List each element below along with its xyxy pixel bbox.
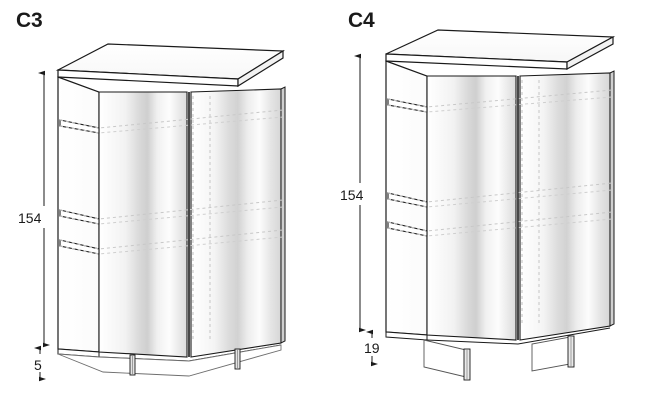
leg-left [423,339,471,381]
shelf-hidden-front [387,96,613,113]
leg-panel-face [423,339,467,378]
shelf-middle [387,182,613,208]
dimension-c4-plinth: 19 [364,329,380,367]
door-right [519,72,611,341]
door-left [98,91,188,358]
dimension-c4-height: 154 [340,53,374,333]
shelf-hidden-back [387,182,613,203]
leg-right [234,348,241,370]
shelf-hidden-back [59,199,284,220]
shelf-hidden-back [387,211,613,232]
shelf-hidden-front [59,116,284,134]
shelf-upper [387,89,613,113]
shelf-lower [59,229,284,255]
dimension-value-c4-plinth: 19 [364,340,380,356]
leg-left [129,354,136,376]
shelf-hidden-front [387,189,613,208]
figure-c3: C3 154 5 [16,9,286,382]
shelf-hidden-front [387,218,613,237]
shelf-lower [387,211,613,237]
carcass-right-edge [609,70,615,327]
shelf-middle [59,199,284,225]
dimension-c3-plinth: 5 [34,345,46,382]
dimension-label-backing [340,183,374,205]
shelf-hidden-back [59,109,284,129]
figure-c4: C4 154 19 [340,9,616,381]
carcass-right-edge [280,86,286,344]
shelf-hidden-back [387,89,613,108]
shelf-hidden-back [59,229,284,250]
plinth-recess [57,344,282,377]
top-panel-right-edge [566,35,614,71]
figure-title-c3: C3 [16,9,42,32]
cabinet-c4 [385,29,616,381]
bottom-edge-front [426,327,611,345]
door-left [426,75,517,341]
door-right [190,88,282,358]
shelf-upper [59,109,284,134]
figure-title-c4: C4 [348,9,375,32]
leg-right [531,335,575,372]
dimension-value-c4-height: 154 [340,187,364,203]
dimension-value-c3-plinth: 5 [34,357,42,373]
dimension-label-backing [20,206,54,228]
top-panel-right-edge [237,49,284,88]
leg-panel-face [531,336,571,372]
shelf-hidden-front [59,236,284,255]
shelf-hidden-front [59,206,284,225]
dimension-c3-height: 154 [18,70,54,348]
dimension-value-c3-height: 154 [18,210,42,226]
cabinet-c3 [55,43,286,377]
